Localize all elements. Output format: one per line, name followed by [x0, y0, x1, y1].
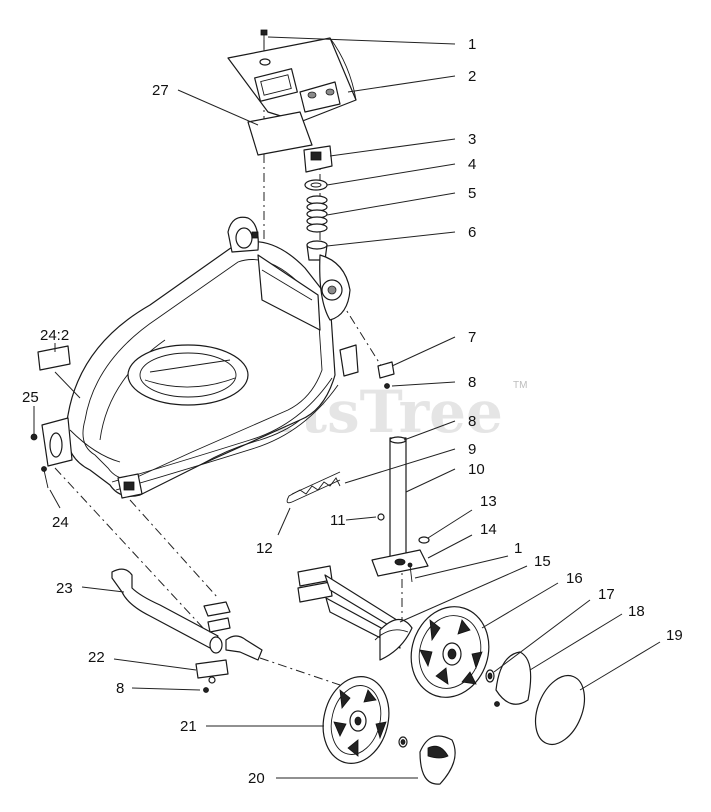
callout-11: 11	[330, 512, 346, 529]
callout-16: 16	[566, 570, 583, 587]
callout-10: 10	[468, 461, 485, 478]
watermark-trademark: TM	[513, 380, 527, 391]
callout-13: 13	[480, 493, 497, 510]
callout-1-lower: 1	[514, 540, 522, 557]
callout-20: 20	[248, 770, 265, 787]
handle-cover-part	[227, 29, 357, 123]
callout-24: 24	[52, 514, 69, 531]
callout-23: 23	[56, 580, 73, 597]
callout-4: 4	[468, 156, 476, 173]
rear-axle-part	[297, 565, 413, 661]
callout-3: 3	[468, 131, 476, 148]
callout-8-middle: 8	[468, 413, 476, 430]
callout-5: 5	[468, 185, 476, 202]
callout-19: 19	[666, 627, 683, 644]
callout-9: 9	[468, 441, 476, 458]
callout-6: 6	[468, 224, 476, 241]
callout-24-2: 24:2	[40, 327, 69, 344]
decal-label-part	[247, 111, 313, 156]
callout-numbers: 1 2 3 4 5 6 7 8 8 9 10 11 12 13 14 1 15 …	[22, 36, 683, 787]
decal-24-2-part	[37, 345, 71, 371]
rear-wheel-part	[410, 606, 490, 698]
callout-8-lower: 8	[116, 680, 124, 697]
wheel-hardware-part	[485, 651, 586, 745]
callout-8-upper: 8	[468, 374, 476, 391]
centerline-bracket	[339, 299, 386, 373]
centerline-front-wheel	[259, 657, 341, 686]
callout-18: 18	[628, 603, 645, 620]
callout-27: 27	[152, 82, 169, 99]
front-wheel-part	[322, 676, 390, 764]
callout-25: 25	[22, 389, 39, 406]
front-hubcap-part	[398, 735, 456, 785]
callout-17: 17	[598, 586, 615, 603]
leader-lines	[33, 36, 661, 779]
spring-assembly-part	[303, 145, 333, 261]
callout-2: 2	[468, 68, 476, 85]
callout-7: 7	[468, 329, 476, 346]
centerline-clip	[129, 499, 219, 599]
callout-12: 12	[256, 540, 273, 557]
callout-22: 22	[88, 649, 105, 666]
callout-1: 1	[468, 36, 476, 53]
callout-14: 14	[480, 521, 497, 538]
mower-deck-part	[41, 216, 359, 499]
callout-15: 15	[534, 553, 551, 570]
front-axle-part	[111, 568, 263, 693]
callout-21: 21	[180, 718, 197, 735]
